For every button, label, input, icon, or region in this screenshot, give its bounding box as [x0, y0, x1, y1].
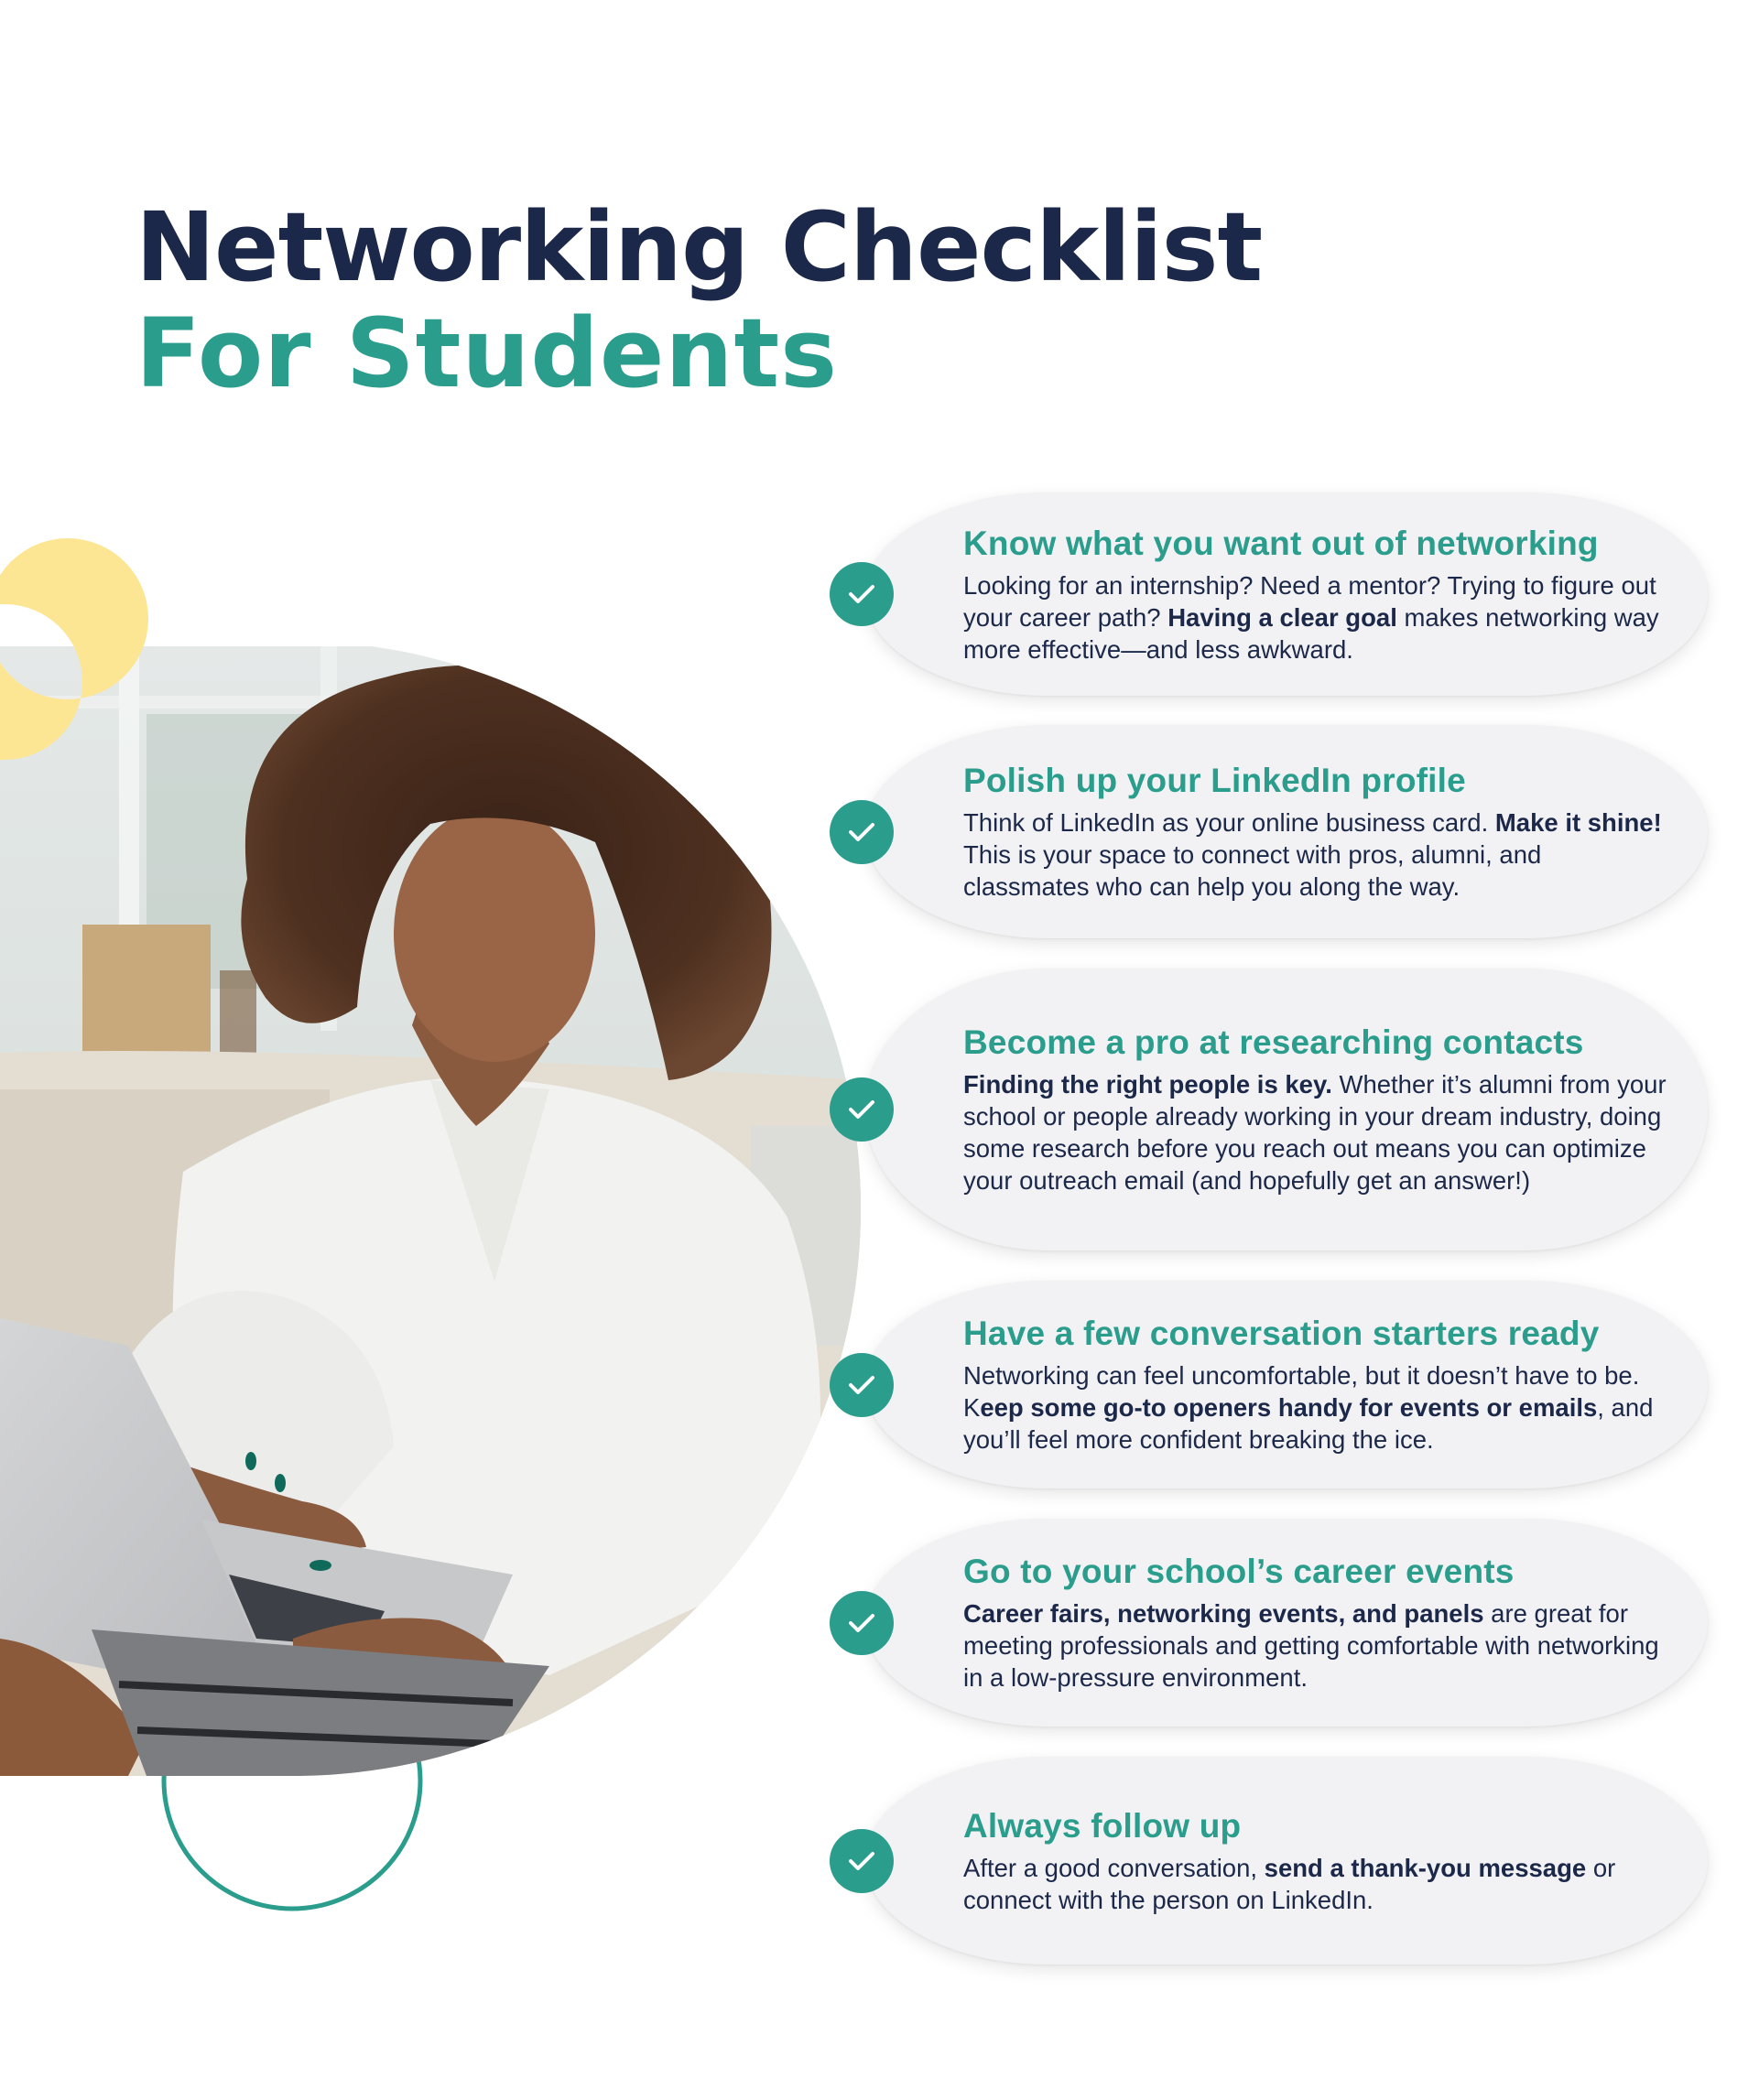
checklist-item-body: Career fairs, networking events, and pan… — [963, 1597, 1671, 1694]
check-icon — [830, 1077, 894, 1142]
body-text: are great for meeting professionals and … — [963, 1599, 1659, 1692]
title-line-for-students: For Students — [136, 298, 839, 409]
checklist-item-body: Think of LinkedIn as your online busines… — [963, 806, 1671, 903]
check-icon — [830, 562, 894, 626]
title-line-networking-checklist: Networking Checklist — [136, 191, 1263, 303]
body-text-bold: eep some go-to openers handy for events … — [980, 1393, 1598, 1422]
body-text: Looking for an internship? Need a mentor… — [963, 570, 1656, 632]
checklist-item-body: After a good conversation, send a thank-… — [963, 1852, 1671, 1916]
body-text: This is your space to connect with pros,… — [963, 840, 1542, 901]
checklist-item: Have a few conversation starters ready N… — [830, 1281, 1708, 1488]
check-icon — [830, 1352, 894, 1417]
check-icon — [830, 1590, 894, 1655]
body-text: Networking can feel uncomfortable, but i… — [963, 1361, 1640, 1422]
body-text: , and you’ll feel more confident breakin… — [963, 1393, 1654, 1454]
body-text-bold: Having a clear goal — [1167, 602, 1397, 632]
body-text-bold: Career fairs, networking events, and pan… — [963, 1599, 1484, 1628]
body-text-bold: Finding the right people is key. — [963, 1070, 1332, 1099]
checklist-item: Become a pro at researching contacts Fin… — [830, 969, 1708, 1250]
checklist-item: Polish up your LinkedIn profile Think of… — [830, 725, 1708, 938]
body-text: After a good conversation, — [963, 1853, 1265, 1882]
page-title: Networking Checklist For Students — [136, 191, 1263, 409]
body-text: Whether it’s alumni from your school or … — [963, 1070, 1667, 1195]
check-icon — [830, 1828, 894, 1893]
checklist-item-body: Finding the right people is key. Whether… — [963, 1068, 1671, 1196]
checklist-item-body: Looking for an internship? Need a mentor… — [963, 569, 1671, 666]
body-text-bold: Make it shine! — [1494, 808, 1662, 837]
checklist-item-title: Have a few conversation starters ready — [963, 1315, 1600, 1352]
checklist-item-title: Always follow up — [963, 1806, 1242, 1845]
checklist-item-title: Polish up your LinkedIn profile — [963, 762, 1466, 799]
body-text: Think of LinkedIn as your online busines… — [963, 808, 1495, 837]
student-photo — [0, 646, 865, 1776]
check-icon — [830, 799, 894, 864]
body-text-bold: send a thank-you message — [1264, 1853, 1587, 1882]
photo-illustration — [0, 646, 861, 1776]
yellow-circles-decoration — [0, 538, 148, 760]
checklist-item-title: Become a pro at researching contacts — [963, 1023, 1584, 1061]
checklist-item-body: Networking can feel uncomfortable, but i… — [963, 1359, 1671, 1456]
checklist-item: Know what you want out of networking Loo… — [830, 493, 1708, 696]
checklist-item: Go to your school’s career events Career… — [830, 1519, 1708, 1727]
checklist-item-title: Go to your school’s career events — [963, 1553, 1515, 1590]
body-text: or connect with the person on LinkedIn. — [963, 1853, 1616, 1914]
checklist-item: Always follow up After a good conversati… — [830, 1757, 1708, 1965]
checklist-item-title: Know what you want out of networking — [963, 524, 1599, 562]
body-text: makes networking way more effective—and … — [963, 602, 1659, 664]
